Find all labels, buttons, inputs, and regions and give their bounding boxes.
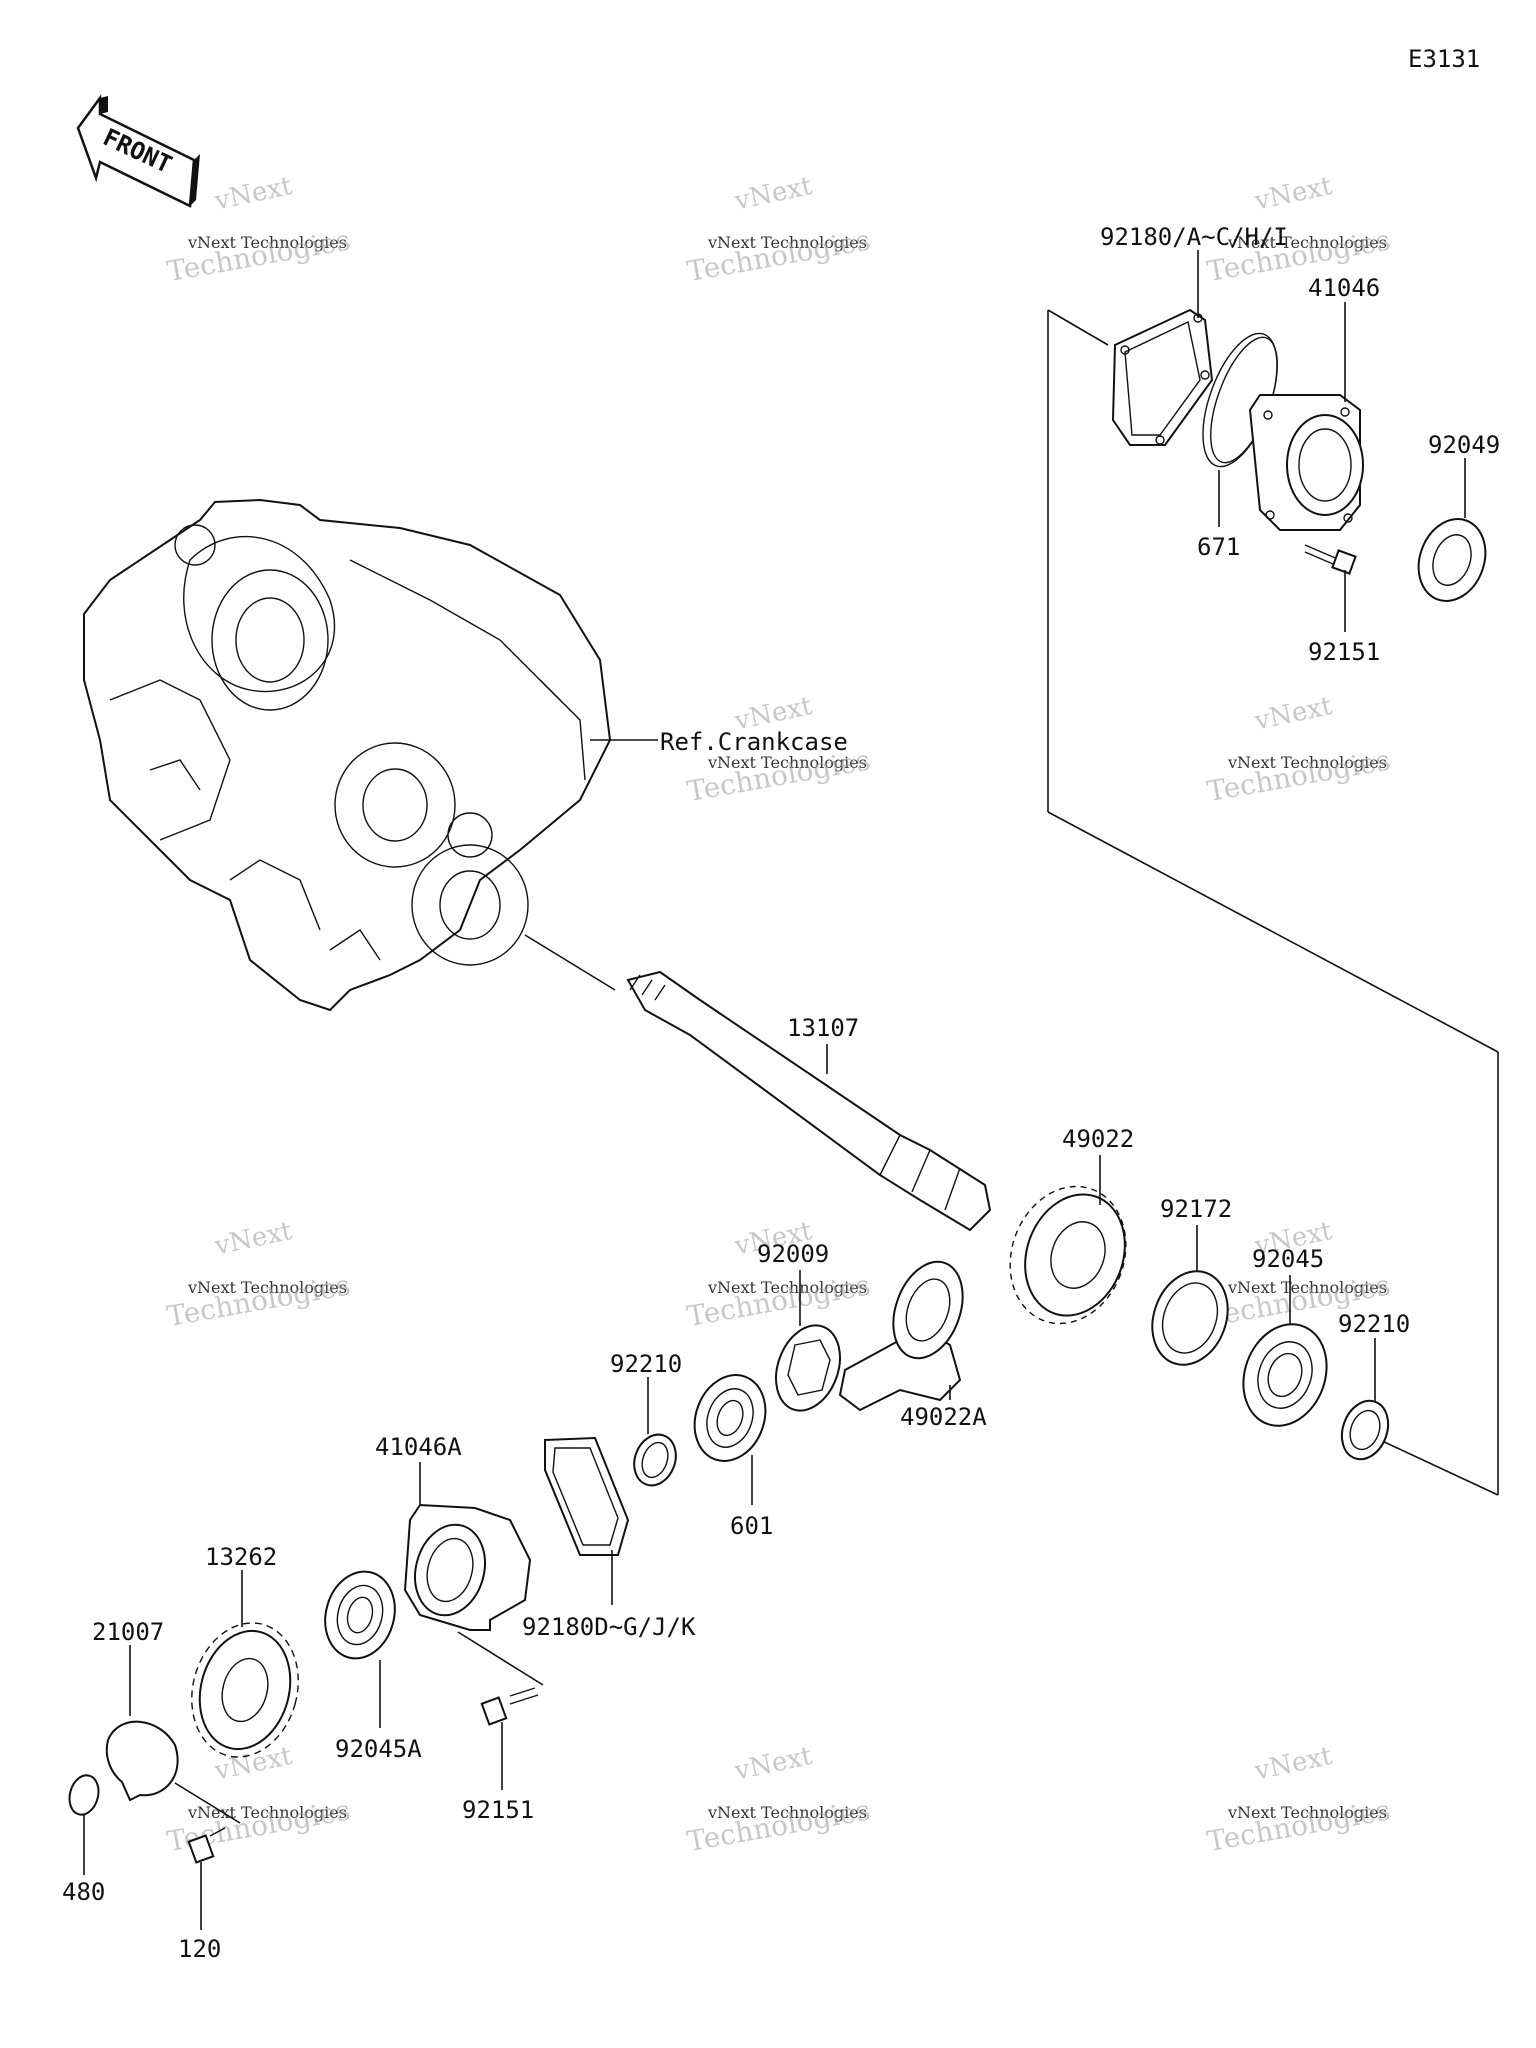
gasket-92180-upper [1111,308,1214,446]
part-label-671[interactable]: 671 [1197,533,1240,561]
watermark-text: vNext Technologies [707,233,867,252]
watermark-logo: vNext [211,1216,295,1262]
shaft-13107 [524,934,992,1232]
circlip-480 [68,1774,100,1816]
watermark-logo: vNext [1251,1741,1335,1787]
part-label-13262[interactable]: 13262 [205,1543,277,1571]
watermark-text: vNext Technologies [187,233,347,252]
screw-120 [187,1827,226,1864]
gasket-92180-lower [544,1436,630,1556]
watermark-text: vNext Technologies [187,1803,347,1822]
gear-49022 [1009,1185,1127,1325]
part-label-92172[interactable]: 92172 [1160,1195,1232,1223]
leader-lines [83,250,1466,1930]
front-arrow-icon: FRONT [76,94,200,208]
assembly-bracket [1047,309,1499,1496]
nut-92009 [775,1324,841,1412]
seal-92049 [1417,518,1487,602]
watermark-text: vNext Technologies [1227,233,1387,252]
part-label-480[interactable]: 480 [62,1878,105,1906]
watermark-text: vNext Technologies [1227,753,1387,772]
crankcase-drawing [83,498,612,1012]
watermark-logo: vNext [1251,691,1335,737]
part-label-49022[interactable]: 49022 [1062,1125,1134,1153]
part-label-92180-upper[interactable]: 92180/A~C/H/I [1100,223,1288,251]
watermark-text: vNext Technologies [707,1278,867,1297]
part-label-92151-lower[interactable]: 92151 [462,1796,534,1824]
pinion-49022A [838,1260,964,1412]
part-label-21007[interactable]: 21007 [92,1618,164,1646]
part-label-13107[interactable]: 13107 [787,1014,859,1042]
part-label-49022A[interactable]: 49022A [900,1403,987,1431]
bearing-601 [693,1374,767,1462]
part-label-92210-left[interactable]: 92210 [610,1350,682,1378]
watermark-text: vNext Technologies [187,1278,347,1297]
part-label-120[interactable]: 120 [178,1935,221,1963]
watermark-text: vNext Technologies [707,1803,867,1822]
bolt-92151-lower [457,1631,544,1726]
part-label-41046[interactable]: 41046 [1308,274,1380,302]
watermark-text: vNext Technologies [1227,1278,1387,1297]
watermark-text: vNext Technologies [707,753,867,772]
gear-13262 [191,1622,299,1758]
shim-92172 [1151,1270,1229,1366]
watermark-logo: vNext [211,1741,295,1787]
bolt-92151-upper [1304,544,1357,575]
bearing-92045 [1242,1323,1328,1427]
housing-41046 [1248,394,1364,531]
housing-41046A [403,1503,532,1631]
watermark-logo: vNext [731,1741,815,1787]
watermark-logo: vNext [1251,171,1335,217]
part-label-92045A[interactable]: 92045A [335,1735,422,1763]
part-label-92049[interactable]: 92049 [1428,431,1500,459]
part-label-92180-lower[interactable]: 92180D~G/J/K [522,1613,696,1641]
part-label-92151-upper[interactable]: 92151 [1308,638,1380,666]
part-label-92009[interactable]: 92009 [757,1240,829,1268]
ref-crankcase-label: Ref.Crankcase [660,728,848,756]
watermark-logo: vNext [211,171,295,217]
watermark-text: vNext Technologies [1227,1803,1387,1822]
bearing-92045A [324,1570,396,1660]
plate-21007 [105,1720,241,1824]
part-label-601[interactable]: 601 [730,1512,773,1540]
part-label-92210-right[interactable]: 92210 [1338,1310,1410,1338]
diagram-code: E3131 [1408,45,1480,73]
watermark-logo: vNext [731,171,815,217]
part-label-41046A[interactable]: 41046A [375,1433,462,1461]
part-label-92045[interactable]: 92045 [1252,1245,1324,1273]
circlip-92210-left [633,1433,677,1487]
circlip-92210-right [1340,1399,1390,1461]
